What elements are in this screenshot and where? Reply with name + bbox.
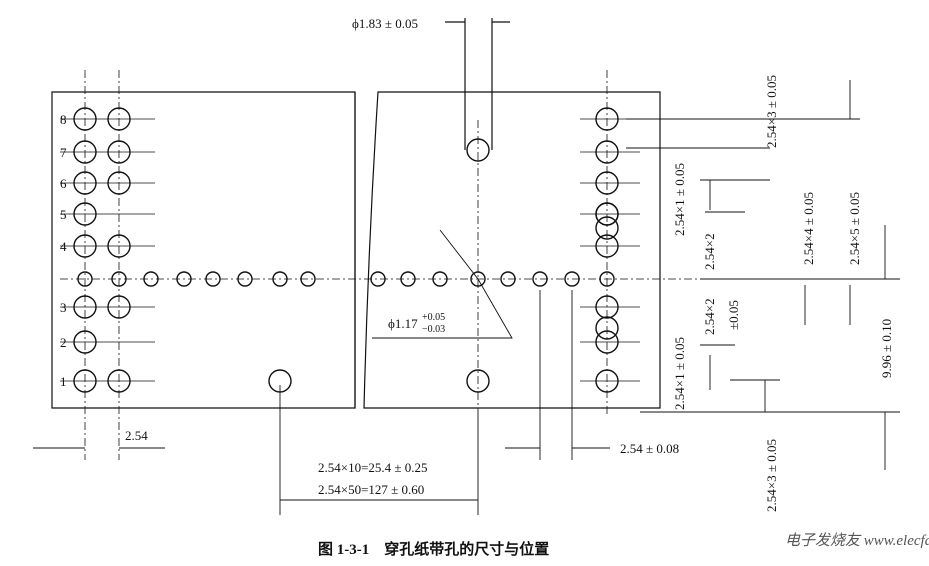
- dim-2-b-line2: ±0.05: [726, 300, 741, 330]
- tape-right-outline: [363, 91, 661, 409]
- row-label: 2: [60, 335, 67, 350]
- row-label: 4: [60, 239, 67, 254]
- span-50-label: 2.54×50=127 ± 0.60: [318, 482, 424, 497]
- dim-2-a: 2.54×2: [702, 233, 717, 270]
- tape-left-outline: [51, 91, 356, 409]
- pitch-tolerance-label: 2.54 ± 0.08: [620, 441, 679, 456]
- feed-hole-diameter-label: ϕ1.83 ± 0.05: [352, 16, 418, 31]
- dim-1-a: 2.54×1 ± 0.05: [672, 163, 687, 236]
- dim-1-b: 2.54×1 ± 0.05: [672, 337, 687, 410]
- dim-4: 2.54×4 ± 0.05: [801, 192, 816, 265]
- code-hole-tol-lower: −0.03: [422, 324, 445, 335]
- pitch-label-left: 2.54: [125, 428, 148, 443]
- row-label: 3: [60, 300, 67, 315]
- dim-bottom-3: 2.54×3 ± 0.05: [764, 439, 779, 512]
- span-10-label: 2.54×10=25.4 ± 0.25: [318, 460, 428, 475]
- dim-top-3: 2.54×3 ± 0.05: [764, 75, 779, 148]
- row-labels: 8 7 6 5 4 3 2 1: [60, 112, 67, 389]
- dim-2-b-line1: 2.54×2: [702, 298, 717, 335]
- dim-width: 9.96 ± 0.10: [879, 319, 894, 378]
- code-hole-tol-upper: +0.05: [422, 312, 445, 323]
- row-label: 1: [60, 374, 67, 389]
- code-hole-diameter-label: ϕ1.17: [388, 316, 418, 331]
- row-label: 6: [60, 176, 67, 191]
- row-label: 8: [60, 112, 67, 127]
- dim-5: 2.54×5 ± 0.05: [847, 192, 862, 265]
- row-label: 7: [60, 145, 67, 160]
- figure-caption: 图 1-3-1 穿孔纸带孔的尺寸与位置: [318, 540, 549, 558]
- holes-group: [60, 107, 640, 393]
- watermark-text: 电子发烧友 www.elecfans.com: [785, 532, 929, 549]
- row-label: 5: [60, 207, 67, 222]
